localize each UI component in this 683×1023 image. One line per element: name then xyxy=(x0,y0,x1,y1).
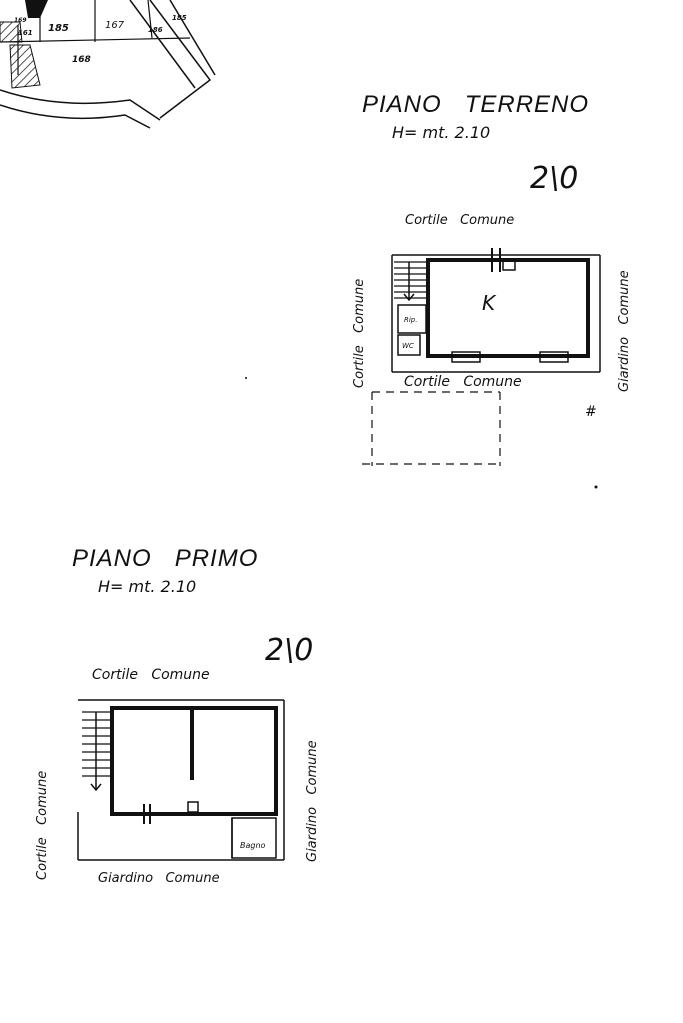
first-floor-plan xyxy=(77,699,285,861)
ground-floor-label-top: Cortile Comune xyxy=(405,213,514,228)
ground-floor-label-left: Cortile Comune xyxy=(352,279,367,388)
parcel-label: 161 xyxy=(18,29,33,37)
wc-label: WC xyxy=(402,342,414,350)
parcel-label: 185 xyxy=(172,14,187,22)
stairs xyxy=(394,261,426,302)
ground-floor-number: 2\0 xyxy=(530,161,578,196)
ground-floor-height: H= mt. 2.10 xyxy=(392,123,490,142)
ground-floor-title: PIANO TERRENO xyxy=(362,91,589,118)
first-floor-section: PIANO PRIMO H= mt. 2.10 2\0 Cortile Comu… xyxy=(35,545,320,886)
ground-floor-section: PIANO TERRENO H= mt. 2.10 2\0 Cortile Co… xyxy=(245,91,632,489)
parcel-label: 169 xyxy=(14,17,27,24)
room-k-label: K xyxy=(482,291,497,315)
first-floor-label-right: Giardino Comune xyxy=(305,740,320,862)
first-floor-height: H= mt. 2.10 xyxy=(98,577,196,596)
ground-floor-label-bottom: Cortile Comune xyxy=(404,374,522,390)
parcel-label: 186 xyxy=(148,26,163,34)
rip-label: Rip. xyxy=(404,316,417,324)
first-floor-number: 2\0 xyxy=(265,633,313,668)
first-floor-title: PIANO PRIMO xyxy=(72,545,258,572)
stairs xyxy=(82,711,110,792)
parcel-label: 168 xyxy=(72,55,91,65)
parcel-label: 167 xyxy=(105,20,125,31)
first-floor-label-top: Cortile Comune xyxy=(92,667,210,683)
cadastral-map: 185 167 168 161 186 185 169 xyxy=(0,0,216,129)
parcel-label: 185 xyxy=(48,23,69,34)
ground-floor-plan xyxy=(362,248,601,466)
hash-mark: # xyxy=(585,404,597,420)
first-floor-label-left: Cortile Comune xyxy=(35,771,50,880)
bagno-label: Bagno xyxy=(240,841,266,850)
first-floor-label-bottom: Giardino Comune xyxy=(98,871,220,886)
ground-floor-label-right: Giardino Comune xyxy=(617,270,632,392)
